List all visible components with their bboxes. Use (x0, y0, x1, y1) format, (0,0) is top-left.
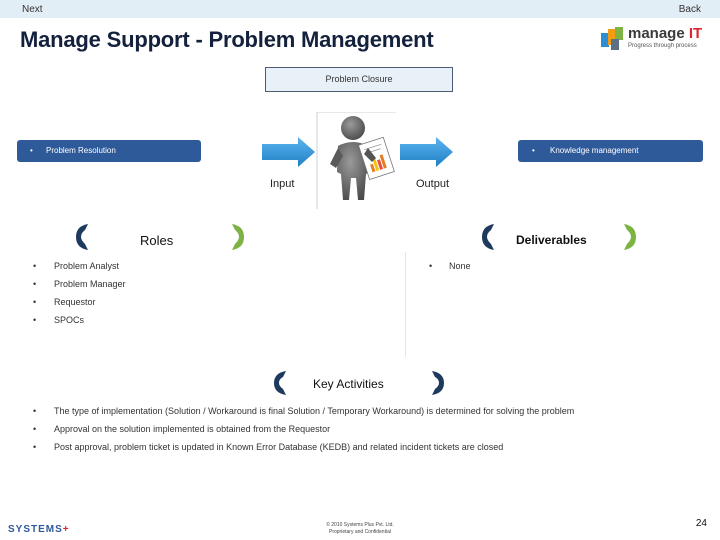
logo-it: IT (688, 25, 703, 42)
key-activities-title: Key Activities (313, 377, 384, 391)
list-item: • None (429, 261, 471, 271)
list-item: • Post approval, problem ticket is updat… (33, 442, 504, 452)
page-number: 24 (695, 518, 707, 529)
list-item: • Problem Manager (33, 279, 126, 289)
list-item: • SPOCs (33, 315, 85, 325)
roles-title: Roles (140, 233, 174, 248)
logo-tagline: Progress through process (628, 43, 697, 49)
input-bar: • Problem Resolution (17, 140, 201, 162)
roles-panel: • Problem Analyst • Problem Manager • Re… (17, 252, 406, 357)
deliverables-right-bracket-icon (624, 224, 636, 250)
top-nav-bar: Next Back (0, 0, 720, 18)
output-bullet: • (532, 146, 535, 155)
logo-word: manage (628, 25, 685, 42)
output-label: Output (416, 178, 450, 190)
problem-closure-box: Problem Closure (265, 67, 453, 92)
output-bar: • Knowledge management (518, 140, 703, 162)
key-activities-list: • The type of implementation (Solution /… (17, 400, 707, 460)
key-activities-left-bracket-icon (274, 371, 286, 395)
list-item: • Approval on the solution implemented i… (33, 424, 331, 434)
logo-cubes-icon (601, 27, 623, 50)
person-with-document-icon (316, 112, 396, 209)
input-bar-text: Problem Resolution (46, 146, 116, 155)
list-item: • The type of implementation (Solution /… (33, 406, 575, 416)
list-item: • Requestor (33, 297, 96, 307)
roles-left-bracket-icon (76, 224, 88, 250)
input-label: Input (270, 178, 295, 190)
deliverables-panel: • None (415, 252, 705, 357)
input-arrow-icon (262, 137, 315, 167)
input-bullet: • (30, 146, 33, 155)
copyright-notice: © 2010 Systems Plus Pvt. Ltd. Proprietar… (326, 522, 394, 535)
deliverables-left-bracket-icon (482, 224, 494, 250)
list-item: • Problem Analyst (33, 261, 120, 271)
deliverables-title: Deliverables (516, 233, 587, 247)
systems-plus-logo: SYSTEMS+ (8, 524, 70, 535)
page-title: Manage Support - Problem Management (20, 27, 434, 52)
output-arrow-icon (400, 137, 453, 167)
output-bar-text: Knowledge management (550, 146, 639, 155)
roles-right-bracket-icon (232, 224, 244, 250)
back-link[interactable]: Back (678, 4, 701, 15)
manage-it-logo: manage IT Progress through process (599, 23, 709, 55)
next-link[interactable]: Next (22, 4, 43, 15)
key-activities-right-bracket-icon (432, 371, 444, 395)
